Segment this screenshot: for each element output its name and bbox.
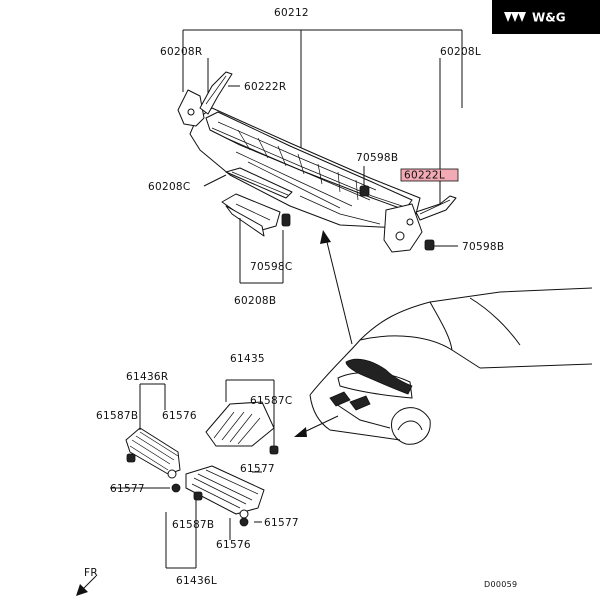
label-assembly: 60212 <box>274 7 309 19</box>
label-clip-b-upper: 61587B <box>96 410 138 422</box>
brand-badge: W&G <box>492 0 600 34</box>
label-screw-left: 61577 <box>110 483 145 495</box>
label-bracket-l: 60208L <box>440 46 481 58</box>
vent-right-part <box>125 383 181 479</box>
seal-right-part <box>199 71 240 115</box>
label-bracket-c: 60208C <box>148 181 191 193</box>
front-arrow <box>76 575 97 596</box>
label-screw-mid: 61577 <box>240 463 275 475</box>
brand-arrows-icon <box>504 12 526 22</box>
vent-left-part <box>165 465 265 569</box>
label-screw-lower: 61577 <box>264 517 299 529</box>
car-outline <box>294 287 593 445</box>
clip-upper-part <box>359 166 370 197</box>
label-clip-center: 70598C <box>250 261 293 273</box>
label-clip-right: 70598B <box>462 241 504 253</box>
label-seal-l-highlight <box>400 168 459 182</box>
label-seal-l: 60222L <box>404 170 445 182</box>
label-nut-upper-left: 61576 <box>162 410 197 422</box>
seal-left-part <box>415 182 457 221</box>
leader-assembly <box>182 29 463 205</box>
arrow-car-to-cowl <box>320 230 353 345</box>
label-clip-upper: 70598B <box>356 152 398 164</box>
vent-center-part <box>205 379 279 455</box>
cowl-panel <box>177 89 423 253</box>
label-seal-r: 60222R <box>244 81 287 93</box>
label-diagram-code: D00059 <box>484 580 517 589</box>
label-bracket-b: 60208B <box>234 295 276 307</box>
label-nut-lower: 61576 <box>216 539 251 551</box>
bracket-b-part <box>221 193 291 284</box>
label-front: FR <box>84 567 98 579</box>
label-vent-right: 61436R <box>126 371 169 383</box>
label-bracket-r: 60208R <box>160 46 203 58</box>
label-clip-c: 61587C <box>250 395 293 407</box>
bracket-c-part <box>203 167 293 199</box>
label-vent-center: 61435 <box>230 353 265 365</box>
label-vent-left: 61436L <box>176 575 217 587</box>
clip-right-part <box>424 239 458 251</box>
brand-logo: W&G <box>492 0 600 34</box>
label-clip-b-lower: 61587B <box>172 519 214 531</box>
brand-text: W&G <box>532 11 566 25</box>
